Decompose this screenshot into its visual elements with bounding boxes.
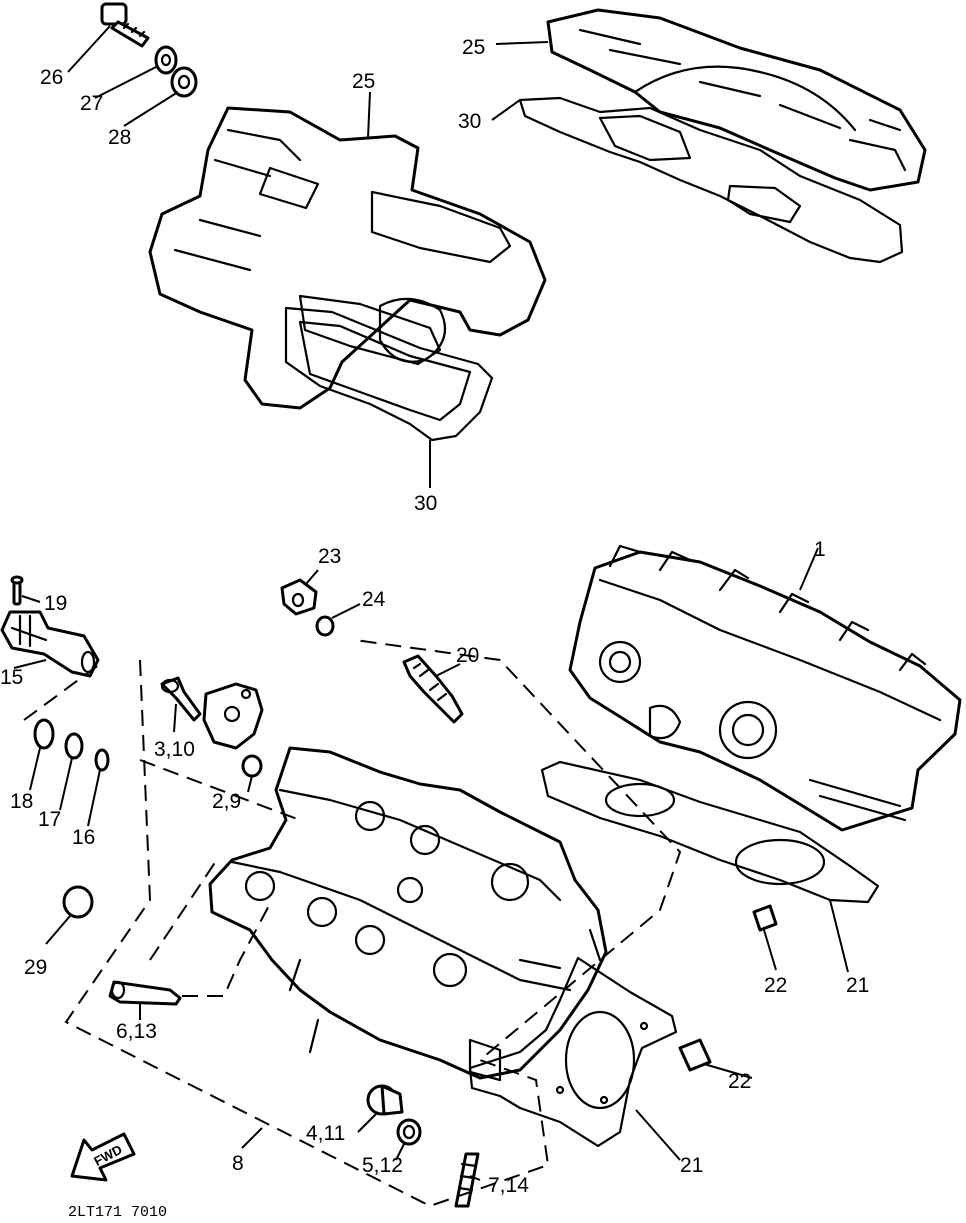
valve-guide-seal — [241, 754, 263, 778]
dowel-pin-lower — [678, 1038, 712, 1072]
drawing-code: 2LT171 7010 — [68, 1204, 167, 1221]
cylinder-head-front — [208, 746, 608, 1082]
cam-plug — [62, 885, 94, 919]
callout-15: 15 — [0, 666, 23, 689]
pin — [10, 575, 24, 606]
callout-21-upper: 21 — [846, 974, 869, 997]
callout-4-11: 4,11 — [306, 1122, 345, 1145]
copper-washer — [315, 615, 335, 637]
cylinder-head-assembly — [568, 544, 962, 832]
leader-lines — [13, 25, 849, 1181]
callout-22-upper: 22 — [764, 974, 787, 997]
cover-gasket-rear — [518, 96, 904, 264]
cylinder-head-cover-front — [148, 106, 547, 410]
valve-spring-cap — [366, 1084, 404, 1116]
callout-1: 1 — [814, 538, 826, 561]
callout-22-lower: 22 — [728, 1070, 751, 1093]
stud-bolt — [454, 1152, 480, 1208]
callout-27: 27 — [80, 92, 103, 115]
callout-30-front: 30 — [414, 492, 437, 515]
washer — [170, 66, 198, 98]
callout-30-rear: 30 — [458, 110, 481, 133]
callout-19: 19 — [44, 592, 67, 615]
callout-24: 24 — [362, 588, 386, 611]
head-gasket-upper — [540, 760, 880, 904]
valve-guide-outline — [149, 857, 273, 997]
callout-26: 26 — [40, 66, 63, 89]
assembly-group-outline — [64, 639, 682, 1208]
callout-25-front: 25 — [352, 70, 375, 93]
forward-arrow-icon: FWD — [70, 1132, 136, 1182]
callout-23: 23 — [318, 545, 341, 568]
callout-5-12: 5,12 — [362, 1154, 403, 1177]
callout-2-9: 2,9 — [212, 790, 241, 813]
callout-29: 29 — [24, 956, 47, 979]
valve-guide — [108, 980, 182, 1006]
callout-21-lower: 21 — [680, 1154, 703, 1177]
cylinder-head-cover-rear — [546, 8, 927, 192]
callout-28: 28 — [108, 126, 131, 149]
cover-gasket-front — [284, 306, 494, 442]
camshaft-sprocket-hub — [0, 610, 100, 678]
callout-7-14: 7,14 — [488, 1174, 529, 1197]
cap-nut — [280, 578, 318, 616]
head-gasket-lower — [468, 956, 678, 1148]
callout-3-10: 3,10 — [154, 738, 195, 761]
callout-labels: 26 27 28 25 25 30 30 1 23 24 20 19 15 3,… — [0, 36, 869, 1197]
o-ring-small — [94, 748, 110, 772]
o-ring-medium — [64, 732, 84, 760]
callout-17: 17 — [38, 808, 61, 831]
callout-8: 8 — [232, 1152, 244, 1175]
rubber-washer — [154, 45, 178, 75]
callout-25-rear: 25 — [462, 36, 485, 59]
camshaft-group-outline — [23, 663, 301, 821]
callout-18: 18 — [10, 790, 33, 813]
callout-20: 20 — [456, 644, 479, 667]
adjuster-screw — [160, 676, 202, 722]
cover-bolt — [100, 2, 150, 48]
spark-plug — [402, 654, 464, 724]
valve-washer — [396, 1118, 422, 1146]
dowel-pin-upper — [752, 904, 778, 932]
rocker-arm — [202, 682, 264, 750]
o-ring-large — [33, 718, 55, 750]
callout-6-13: 6,13 — [116, 1020, 157, 1043]
callout-16: 16 — [72, 826, 95, 849]
